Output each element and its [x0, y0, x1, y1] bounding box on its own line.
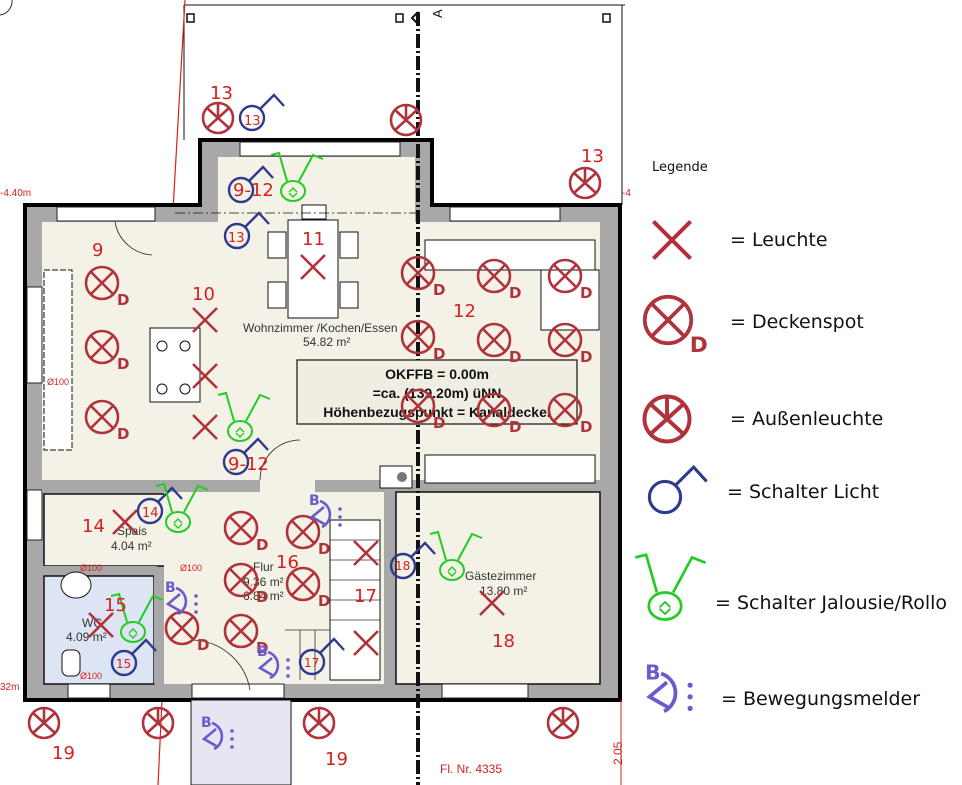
aussenleuchte-icon	[546, 706, 580, 740]
aussenleuchte-icon	[201, 101, 235, 135]
room-name-flur: Flur	[253, 560, 274, 574]
room-area-wohnzimmer: 54.82 m²	[303, 335, 350, 349]
dim-right-bottom: 2.05	[611, 741, 625, 765]
parcel-number: Fl. Nr. 4335	[440, 762, 502, 776]
circuit-number: 14	[142, 506, 159, 521]
legend-title: Legende	[652, 160, 708, 175]
pipe-label: Ø100	[180, 563, 202, 573]
aussenleuchte-icon	[302, 706, 336, 740]
schalter-jalousie-icon	[633, 553, 707, 621]
circuit-number: 11	[302, 229, 325, 250]
section-marker: A	[430, 9, 445, 18]
circuit-number: 13	[581, 146, 604, 167]
circuit-number: 9-12	[233, 180, 274, 201]
legend-label-schalter-jalousie: = Schalter Jalousie/Rollo	[715, 592, 948, 614]
pipe-label: Ø100	[80, 671, 102, 681]
circuit-number: 12	[453, 301, 476, 322]
circuit-number: 19	[52, 743, 75, 764]
circuit-number: 18	[395, 559, 410, 573]
legend-label-leuchte: = Leuchte	[730, 229, 828, 251]
circuit-number: 9	[92, 240, 103, 261]
dim-left-top: -4.40m	[0, 188, 31, 199]
circuit-number: 17	[354, 586, 377, 607]
circuit-number: 13	[228, 231, 245, 246]
elevation-info-box: OKFFB = 0.00m =ca. (139.20m) üNN Höhenbe…	[296, 359, 578, 425]
circuit-number: 16	[276, 552, 299, 573]
aussenleuchte-icon	[27, 706, 61, 740]
circuit-numbers: 13 13 13 9-12 13 11 9 10 12 9-12 14 14 1…	[52, 83, 604, 770]
deckenspot-icon	[642, 294, 710, 360]
bewegungsmelder-icon	[643, 658, 695, 714]
aussenleuchte-icon	[389, 103, 423, 137]
legend-label-bewegungsmelder: = Bewegungsmelder	[721, 688, 921, 710]
circuit-number: 18	[492, 631, 515, 652]
circuit-number: 9-12	[228, 454, 269, 475]
circuit-number: 13	[244, 114, 261, 129]
aussenleuchte-icon	[141, 706, 175, 740]
info-line-1: OKFFB = 0.00m	[385, 366, 489, 382]
legend-label-aussenleuchte: = Außenleuchte	[730, 408, 884, 430]
circuit-number: 14	[82, 516, 105, 537]
aussenleuchte-icon	[642, 394, 692, 444]
info-line-3: Höhenbezugspunkt = Kanaldeckel	[323, 404, 551, 420]
dim-right-top: -4	[622, 188, 631, 199]
circuit-number: 15	[104, 595, 127, 616]
aussenleuchte-icon	[568, 166, 602, 200]
property-lines	[0, 0, 625, 785]
room-area-flur: 9.36 m²	[243, 575, 284, 589]
schalter-licht-icon	[647, 465, 709, 515]
room-name-spais: Spais	[117, 524, 147, 538]
circuit-number: 15	[116, 657, 131, 671]
legend-label-deckenspot: = Deckenspot	[730, 311, 864, 333]
pipe-label: Ø100	[80, 563, 102, 573]
entrance-patch	[190, 699, 292, 785]
dim-left-bottom: 32m	[0, 682, 19, 693]
circuit-number: 10	[192, 284, 215, 305]
leuchte-icon	[653, 221, 690, 258]
legend-symbols	[633, 221, 710, 714]
pipe-label: Ø100	[47, 377, 69, 387]
room-area-wc: 4.09 m²	[66, 630, 107, 644]
circuit-number: 19	[325, 749, 348, 770]
room-area-spais: 4.04 m²	[111, 539, 152, 553]
room-name-gaestezimmer: Gästezimmer	[465, 569, 536, 583]
room-name-wohnzimmer: Wohnzimmer /Kochen/Essen	[243, 321, 398, 335]
legend-label-schalter-licht: = Schalter Licht	[727, 481, 880, 503]
circuit-number: 17	[304, 656, 319, 670]
circuit-number: 13	[210, 83, 233, 104]
